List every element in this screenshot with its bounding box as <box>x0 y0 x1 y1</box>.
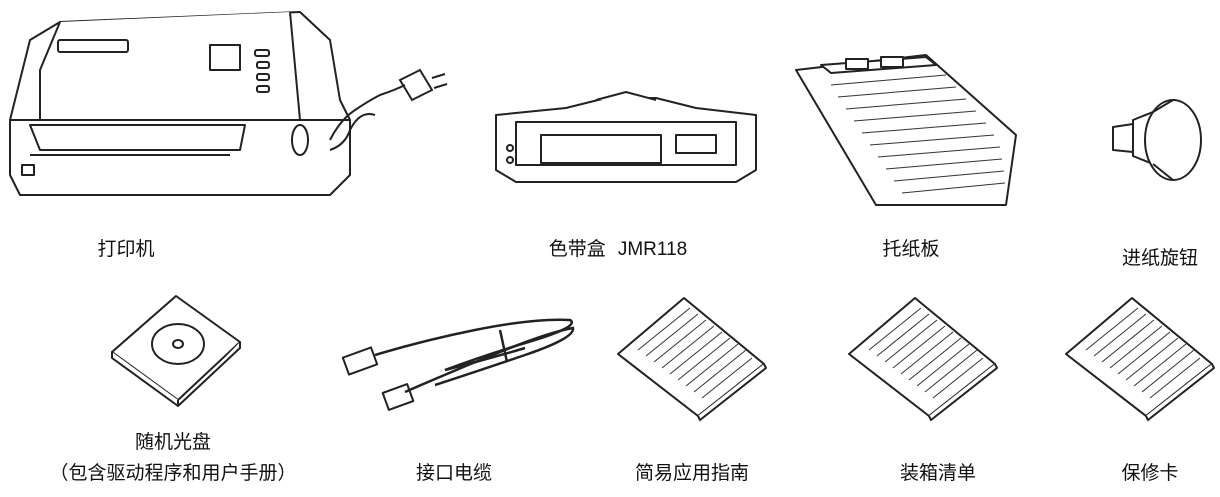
cd-note: （包含驱动程序和用户手册） <box>49 462 297 484</box>
ribbon-model: JMR118 <box>617 239 688 260</box>
ribbon-name: 色带盒 <box>548 238 606 260</box>
warranty-card-illustration <box>1065 297 1215 421</box>
paper-tray-label: 托纸板 <box>882 238 940 260</box>
interface-cable-label: 接口电缆 <box>415 462 493 484</box>
printer-illustration <box>9 11 448 196</box>
warranty-card-label: 保修卡 <box>1121 462 1179 484</box>
cd-label: 随机光盘 <box>134 431 212 453</box>
printer-label: 打印机 <box>97 238 155 260</box>
interface-cable-illustration <box>341 318 575 411</box>
ribbon-cassette-label: 色带盒 JMR118 <box>549 234 687 261</box>
packing-list-illustration <box>848 297 998 421</box>
cd-illustration <box>111 295 241 407</box>
feed-knob-illustration <box>1112 99 1202 181</box>
quick-guide-illustration <box>617 297 767 421</box>
paper-tray-illustration <box>795 54 1017 206</box>
packing-list-label: 装箱清单 <box>899 462 977 484</box>
quick-guide-label: 简易应用指南 <box>634 462 750 484</box>
feed-knob-label: 进纸旋钮 <box>1121 247 1199 269</box>
ribbon-cassette-illustration <box>495 91 757 183</box>
